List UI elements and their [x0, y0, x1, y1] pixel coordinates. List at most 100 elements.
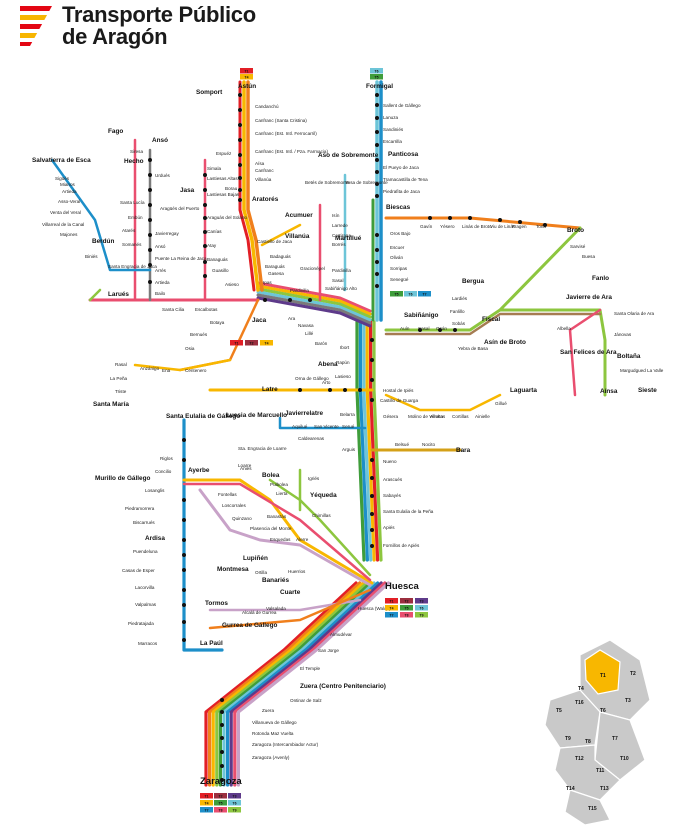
route-line: [384, 393, 502, 412]
route-line: [229, 581, 383, 787]
route-line: [268, 478, 372, 577]
station-dot: [375, 170, 379, 174]
station-label-aineto: Asín de Broto: [484, 339, 526, 346]
station-dot: [370, 544, 374, 548]
station-label-villanua: Villanúa: [255, 177, 272, 182]
station-label-baron: Barón: [315, 341, 328, 346]
station-label-latre: Latre: [262, 386, 278, 393]
station-label-bara: Bara: [456, 447, 471, 454]
region-label-T12: T12: [575, 756, 584, 762]
brand-title: Transporte Público de Aragón: [62, 4, 256, 48]
route-line: [208, 581, 362, 787]
station-label-yebra: Yebra de Basa: [458, 346, 488, 351]
station-label-anies: Aniés: [240, 466, 252, 471]
station-label-lanuza: Lanuza: [383, 115, 399, 120]
brand-line-1: Transporte Público: [62, 2, 256, 27]
region-label-T2: T2: [630, 671, 636, 677]
station-label-castillo: Castillo de Guarga: [380, 398, 418, 403]
station-label-asso: Asso-Veral: [58, 199, 80, 204]
station-label-aisa: Aísa: [255, 161, 265, 166]
station-label-ainsa: Aínsa: [600, 388, 618, 395]
station-dot: [203, 216, 207, 220]
route-line: [236, 581, 390, 787]
route-badge: T7: [200, 807, 213, 813]
station-label-molino: Molino de Villobas: [408, 414, 446, 419]
route-badge: T9: [415, 612, 428, 618]
station-label-nueno: Nueno: [383, 459, 397, 464]
region-label-T4: T4: [578, 686, 584, 692]
station-label-botaya: Botaya: [210, 320, 225, 325]
station-label-puendeluna: Puendeluna: [133, 549, 158, 554]
station-label-formigal: Formigal: [366, 83, 393, 90]
station-label-igries: Igriés: [308, 476, 320, 481]
station-label-aragues: Aragüés del Puerto: [160, 206, 200, 211]
route-badge: T9: [228, 807, 241, 813]
station-label-staengracia: Sta. Engracia de Loarre: [238, 446, 287, 451]
station-dot: [375, 248, 379, 252]
route-badge: T8: [214, 807, 227, 813]
station-label-alcala: Alcalá de Gurrea: [242, 610, 277, 615]
station-dot: [182, 538, 186, 542]
station-label-ena: Ena: [162, 368, 171, 373]
station-dot: [498, 218, 502, 222]
station-label-mianos: Mianos: [60, 182, 76, 187]
route-badge: T4: [385, 605, 398, 611]
station-dot: [375, 103, 379, 107]
station-label-lastiesas-altas: Lastiesas Altas: [207, 176, 238, 181]
station-dot: [203, 260, 207, 264]
station-dot: [375, 116, 379, 120]
station-label-biescas: Biescas: [386, 204, 411, 211]
station-label-bernues: Bernués: [190, 332, 208, 337]
route-badge: T5: [400, 605, 413, 611]
station-label-villarreal: Villarreal de la Canal: [42, 222, 84, 227]
station-dot: [370, 398, 374, 402]
station-dot: [468, 216, 472, 220]
station-dot: [375, 260, 379, 264]
station-label-acumuer: Acumuer: [285, 212, 313, 219]
region-label-T3: T3: [625, 698, 631, 704]
route-line: [256, 287, 372, 319]
route-lines: [50, 80, 607, 787]
station-label-santaeulalia: Santa Eulalia de la Peña: [383, 509, 434, 514]
station-dot: [182, 438, 186, 442]
route-line: [260, 223, 302, 247]
station-label-cortillas: Cortillas: [452, 414, 469, 419]
station-label-borrés: Borrés: [332, 242, 346, 247]
station-label-zuera-pen: Zuera (Centro Penitenciario): [300, 683, 386, 690]
station-dot: [375, 272, 379, 276]
station-label-ibort: Ibort: [340, 345, 350, 350]
route-badge: T6: [404, 291, 417, 297]
station-dot: [238, 138, 242, 142]
route-badge: T6: [415, 605, 428, 611]
station-dot: [358, 388, 362, 392]
station-label-fragen: Fragen: [512, 224, 527, 229]
station-label-arascues: Arascués: [383, 477, 403, 482]
station-dot: [263, 298, 267, 302]
station-dot: [148, 280, 152, 284]
route-badge: T7: [385, 612, 398, 618]
route-badge: T1: [240, 68, 253, 74]
brand-line-2: de Aragón: [62, 24, 168, 49]
station-label-valsalada: Valsalada: [266, 606, 286, 611]
station-label-concilio: Concilio: [155, 469, 172, 474]
route-line: [233, 581, 387, 787]
route-line: [215, 581, 369, 787]
svg-text:T7: T7: [205, 808, 209, 812]
station-label-badaguas: Badaguás: [270, 254, 291, 259]
station-label-anzanigo: Anzánigo: [140, 366, 160, 371]
station-label-salvatierra: Salvatierra de Esca: [32, 157, 91, 164]
svg-text:T3: T3: [420, 599, 424, 603]
svg-text:T5: T5: [219, 801, 223, 805]
station-label-losanglis: Losanglis: [145, 488, 165, 493]
svg-text:T6: T6: [233, 801, 237, 805]
station-dot: [375, 194, 379, 198]
svg-text:T5: T5: [395, 292, 399, 296]
station-dot: [148, 233, 152, 237]
station-dot: [328, 388, 332, 392]
svg-text:T4: T4: [265, 341, 269, 345]
station-label-marracos: Marracos: [138, 641, 158, 646]
route-line: [568, 308, 602, 397]
station-label-santaeulaliagallego: Santa Eulalia de Gállego: [166, 413, 240, 420]
station-label-javierregay: Javierregay: [155, 231, 179, 236]
